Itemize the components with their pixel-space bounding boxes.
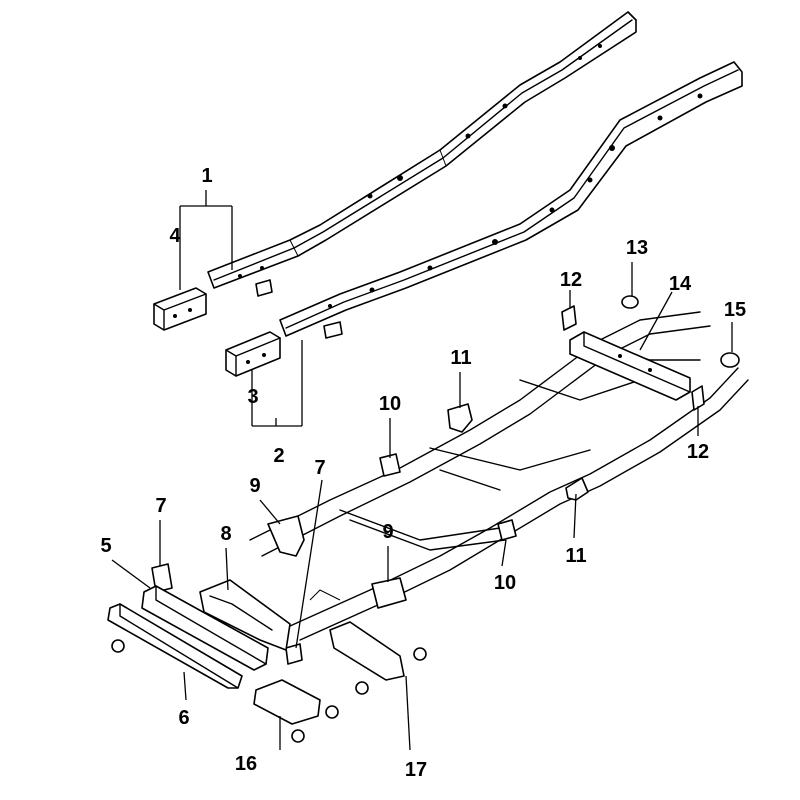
callout-13: 13 [626,237,648,259]
callout-16: 16 [235,753,257,775]
callout-5: 5 [100,535,111,557]
cab-mount-bracket-12-left [561,305,577,331]
engine-mount-bracket-9-lower [371,577,407,609]
cab-mount-bracket-12-right [691,385,705,411]
upper-side-rail [207,11,637,289]
callout-10-upper: 10 [379,393,401,415]
front-rail-extension-right [225,331,281,377]
callout-7-right: 7 [314,457,325,479]
callout-9-upper: 9 [249,475,260,497]
callout-10-lower: 10 [494,572,516,594]
front-rail-extension-left [153,287,207,331]
callouts: 1 4 3 2 13 12 14 15 11 10 12 7 9 7 9 8 5… [100,165,746,781]
body-mount-10-lower [497,519,517,541]
nut-16 [325,705,339,719]
callout-17: 17 [405,759,427,781]
engine-mount-bracket-9-upper [267,515,305,557]
callout-12-upper: 12 [560,269,582,291]
callout-6: 6 [178,707,189,729]
rear-crossmember [569,331,691,401]
rubber-cushion-15 [720,352,740,368]
body-mount-10-upper [379,453,401,477]
bolt-16 [291,729,305,743]
bumper-reinforcement-6 [107,603,243,689]
callout-4: 4 [169,225,181,247]
callout-1: 1 [201,165,212,187]
callout-15: 15 [724,299,746,321]
callout-14: 14 [669,273,692,295]
rail-bracket-upper [255,279,273,297]
callout-9-lower: 9 [382,521,393,543]
callout-2: 2 [273,445,284,467]
leader-lines [111,190,733,751]
nut-17 [413,647,427,661]
skid-bracket-17 [329,621,405,681]
lower-side-rail [279,61,743,337]
rail-bracket-lower [323,321,343,339]
bolt-17 [355,681,369,695]
bracket-7-left [151,563,173,593]
callout-8: 8 [220,523,231,545]
skid-bracket-16 [253,679,321,725]
callout-12-lower: 12 [687,441,709,463]
callout-7-left: 7 [155,495,166,517]
bracket-7-right [285,643,303,665]
body-mount-11-upper [447,403,473,433]
callout-11-lower: 11 [565,545,586,567]
callout-3: 3 [247,386,258,408]
rubber-cushion-13 [621,295,639,309]
callout-11-upper: 11 [450,347,471,369]
body-mount-11-lower [565,477,589,501]
front-bumper-bar-5 [141,585,269,671]
bolt-front [111,639,125,653]
